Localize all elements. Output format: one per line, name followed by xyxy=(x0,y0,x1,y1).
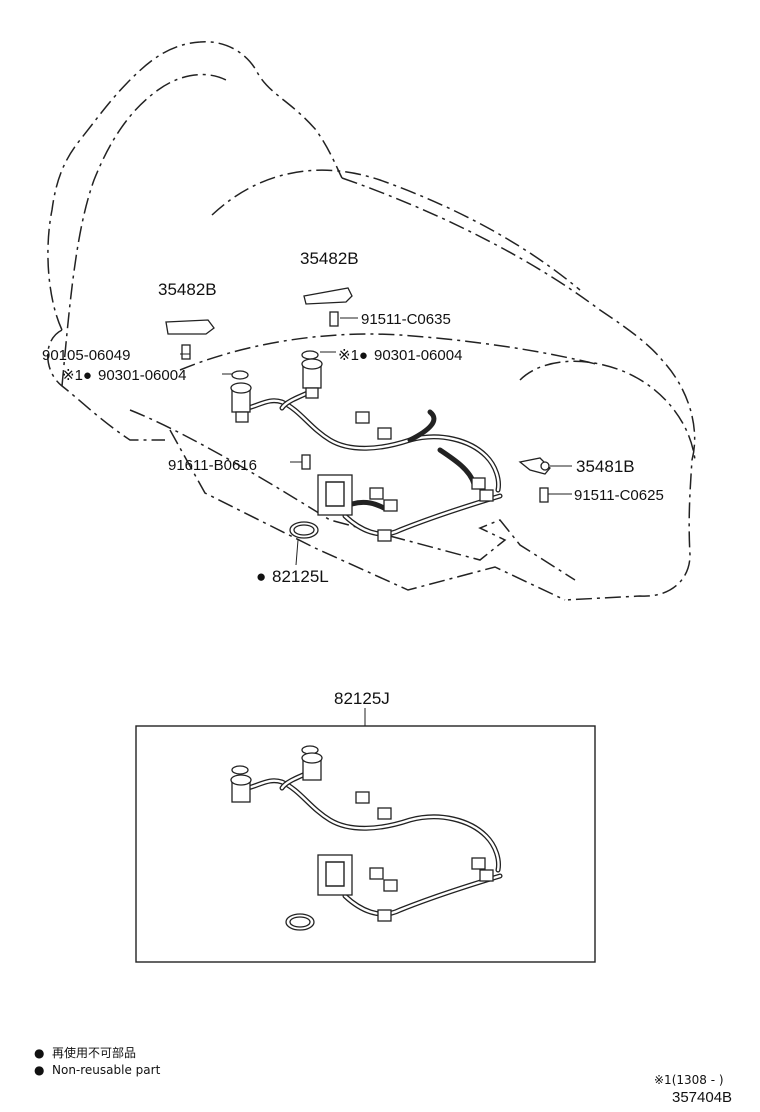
bracket-right xyxy=(518,457,551,475)
callout-labels: 35482B 35482B 91511-C0635 90105-06049 ※1… xyxy=(42,249,664,708)
wire-harness-installed xyxy=(245,389,503,537)
legend-text-en: Non-reusable part xyxy=(52,1063,161,1077)
applicability-note: ※1(1308 - ) xyxy=(654,1073,724,1087)
legend-text-jp: 再使用不可部品 xyxy=(52,1045,136,1060)
label-91511-c0635: 91511-C0635 xyxy=(361,311,451,328)
transmission-housing-outline xyxy=(47,41,696,601)
harness-assy-box xyxy=(135,725,596,963)
label-90105-06049: 90105-06049 xyxy=(42,347,130,364)
bracket-top xyxy=(303,287,353,305)
label-90301-06004-top: 90301-06004 xyxy=(374,347,462,364)
main-connector xyxy=(317,474,353,516)
leader-lines xyxy=(180,317,572,726)
label-prefix-oring-large: ● xyxy=(256,567,266,586)
stud-bolt xyxy=(181,344,191,360)
illustration-id: 357404B xyxy=(672,1089,732,1106)
bolt-right xyxy=(539,487,549,503)
label-35482b-top: 35482B xyxy=(300,249,359,268)
wire-harness-detail xyxy=(230,745,503,931)
bolt-connector xyxy=(301,454,311,470)
label-91511-c0625: 91511-C0625 xyxy=(574,487,664,504)
label-82125l: 82125L xyxy=(272,567,329,586)
label-91611-b0616: 91611-B0616 xyxy=(168,457,257,474)
label-prefix-oring-top: ※1● xyxy=(338,347,368,364)
label-82125j: 82125J xyxy=(334,689,390,708)
speed-sensor-top xyxy=(301,350,323,399)
label-35482b-left: 35482B xyxy=(158,280,217,299)
harness-connectors xyxy=(317,411,494,542)
legend-bullet-jp: ● xyxy=(34,1046,44,1060)
label-90301-06004-left: 90301-06004 xyxy=(98,367,186,384)
label-prefix-oring-left: ※1● xyxy=(62,367,92,384)
bolt-top xyxy=(329,311,339,327)
bracket-left xyxy=(165,319,215,335)
small-parts xyxy=(165,287,551,539)
legend: ● 再使用不可部品 ● Non-reusable part xyxy=(34,1045,161,1077)
speed-sensor-left xyxy=(230,370,252,423)
legend-bullet-en: ● xyxy=(34,1063,44,1077)
label-35481b: 35481B xyxy=(576,457,635,476)
